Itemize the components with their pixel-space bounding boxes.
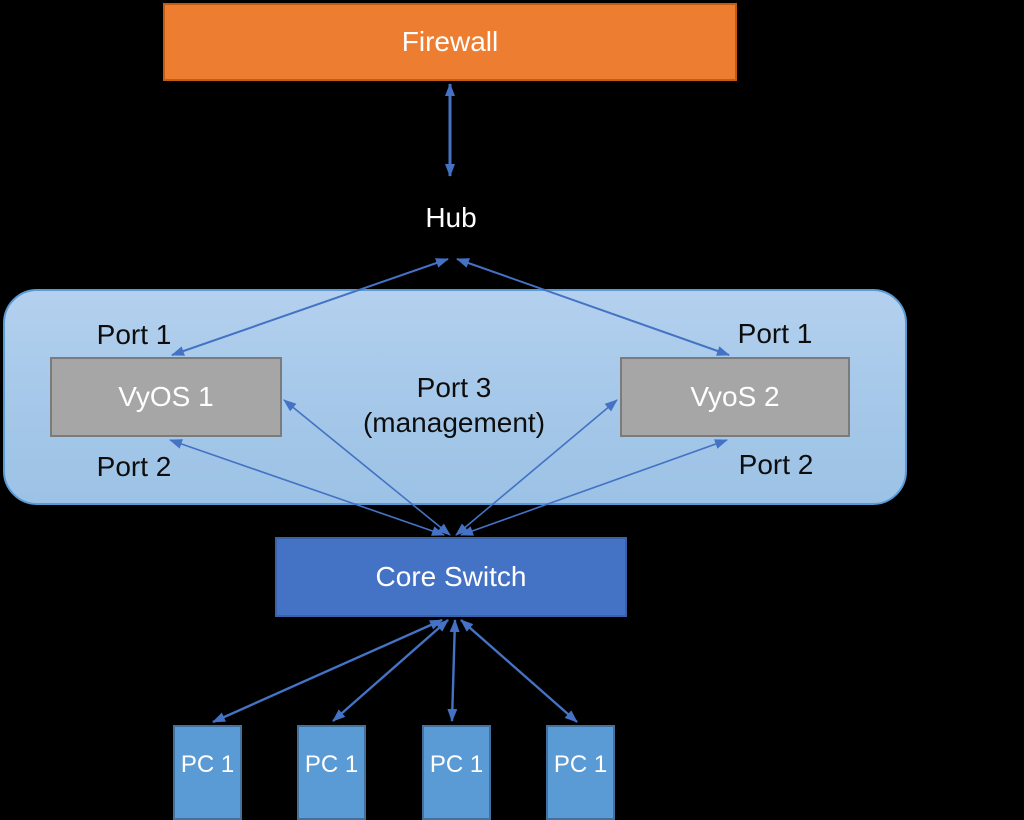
edge-core-switch-vyos2-port2 (460, 439, 728, 536)
core-switch-node: Core Switch (275, 537, 627, 617)
firewall-node: Firewall (163, 3, 737, 81)
hub-label: Hub (425, 202, 477, 233)
edge-core-switch-pc-3 (447, 619, 460, 722)
edge-core-switch-vyos1-port2 (169, 439, 445, 536)
core-switch-label: Core Switch (375, 561, 527, 592)
vyos2-node: VyoS 2 (620, 357, 850, 437)
edge-core-switch-pc-2 (332, 619, 449, 722)
edge-hub-vyos1-port1 (171, 258, 449, 356)
pc4-label: PC 1 (553, 751, 608, 778)
port3-label-line2: (management) (362, 407, 546, 438)
vyos1-port2-label: Port 2 (96, 451, 172, 482)
edge-core-switch-pc-4 (460, 619, 578, 723)
vyos1-port1-label: Port 1 (96, 319, 172, 350)
port3-management-label: Port 3 (management) (363, 370, 545, 440)
edge-core-switch-pc-1 (212, 618, 443, 724)
vyos1-label: VyOS 1 (118, 381, 214, 412)
edge-core-switch-vyos1-port3 (283, 399, 451, 536)
firewall-label: Firewall (401, 26, 499, 57)
pc-node-2: PC 1 (297, 725, 366, 820)
vyos2-label: VyoS 2 (690, 381, 780, 412)
edge-hub-vyos2-port1 (456, 258, 730, 356)
vyos2-port1-label: Port 1 (737, 318, 813, 349)
pc-node-4: PC 1 (546, 725, 615, 820)
pc2-label: PC 1 (304, 751, 359, 778)
pc1-label: PC 1 (180, 751, 235, 778)
pc-node-3: PC 1 (422, 725, 491, 820)
port3-label-line1: Port 3 (416, 372, 492, 403)
vyos2-port2-label: Port 2 (738, 449, 814, 480)
pc3-label: PC 1 (429, 751, 484, 778)
vyos1-node: VyOS 1 (50, 357, 282, 437)
pc-node-1: PC 1 (173, 725, 242, 820)
